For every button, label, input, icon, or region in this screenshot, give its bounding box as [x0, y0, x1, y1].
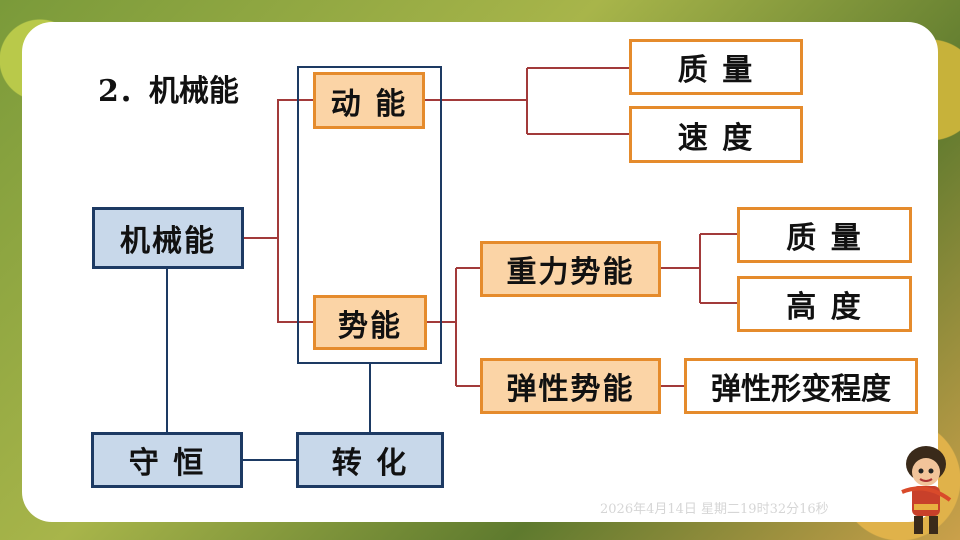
node-elastic-deformation: 弹性形变程度 — [684, 358, 918, 414]
section-heading: 2．机械能 — [98, 74, 239, 109]
node-gravitational-energy: 重力势能 — [480, 241, 661, 297]
node-speed: 速 度 — [629, 106, 803, 163]
node-conversion: 转 化 — [296, 432, 444, 488]
node-kinetic-energy: 动 能 — [313, 72, 425, 129]
node-mechanical-energy: 机械能 — [92, 207, 244, 269]
node-mass-1: 质 量 — [629, 39, 803, 95]
node-mass-2: 质 量 — [737, 207, 912, 263]
node-elastic-energy: 弹性势能 — [480, 358, 661, 414]
energy-group-box — [297, 66, 442, 364]
node-height: 高 度 — [737, 276, 912, 332]
timestamp-watermark: 2026年4月14日 星期二19时32分16秒 — [600, 502, 829, 517]
mascot-character-icon — [901, 446, 952, 534]
node-conservation: 守 恒 — [91, 432, 243, 488]
node-potential-energy: 势能 — [313, 295, 427, 350]
